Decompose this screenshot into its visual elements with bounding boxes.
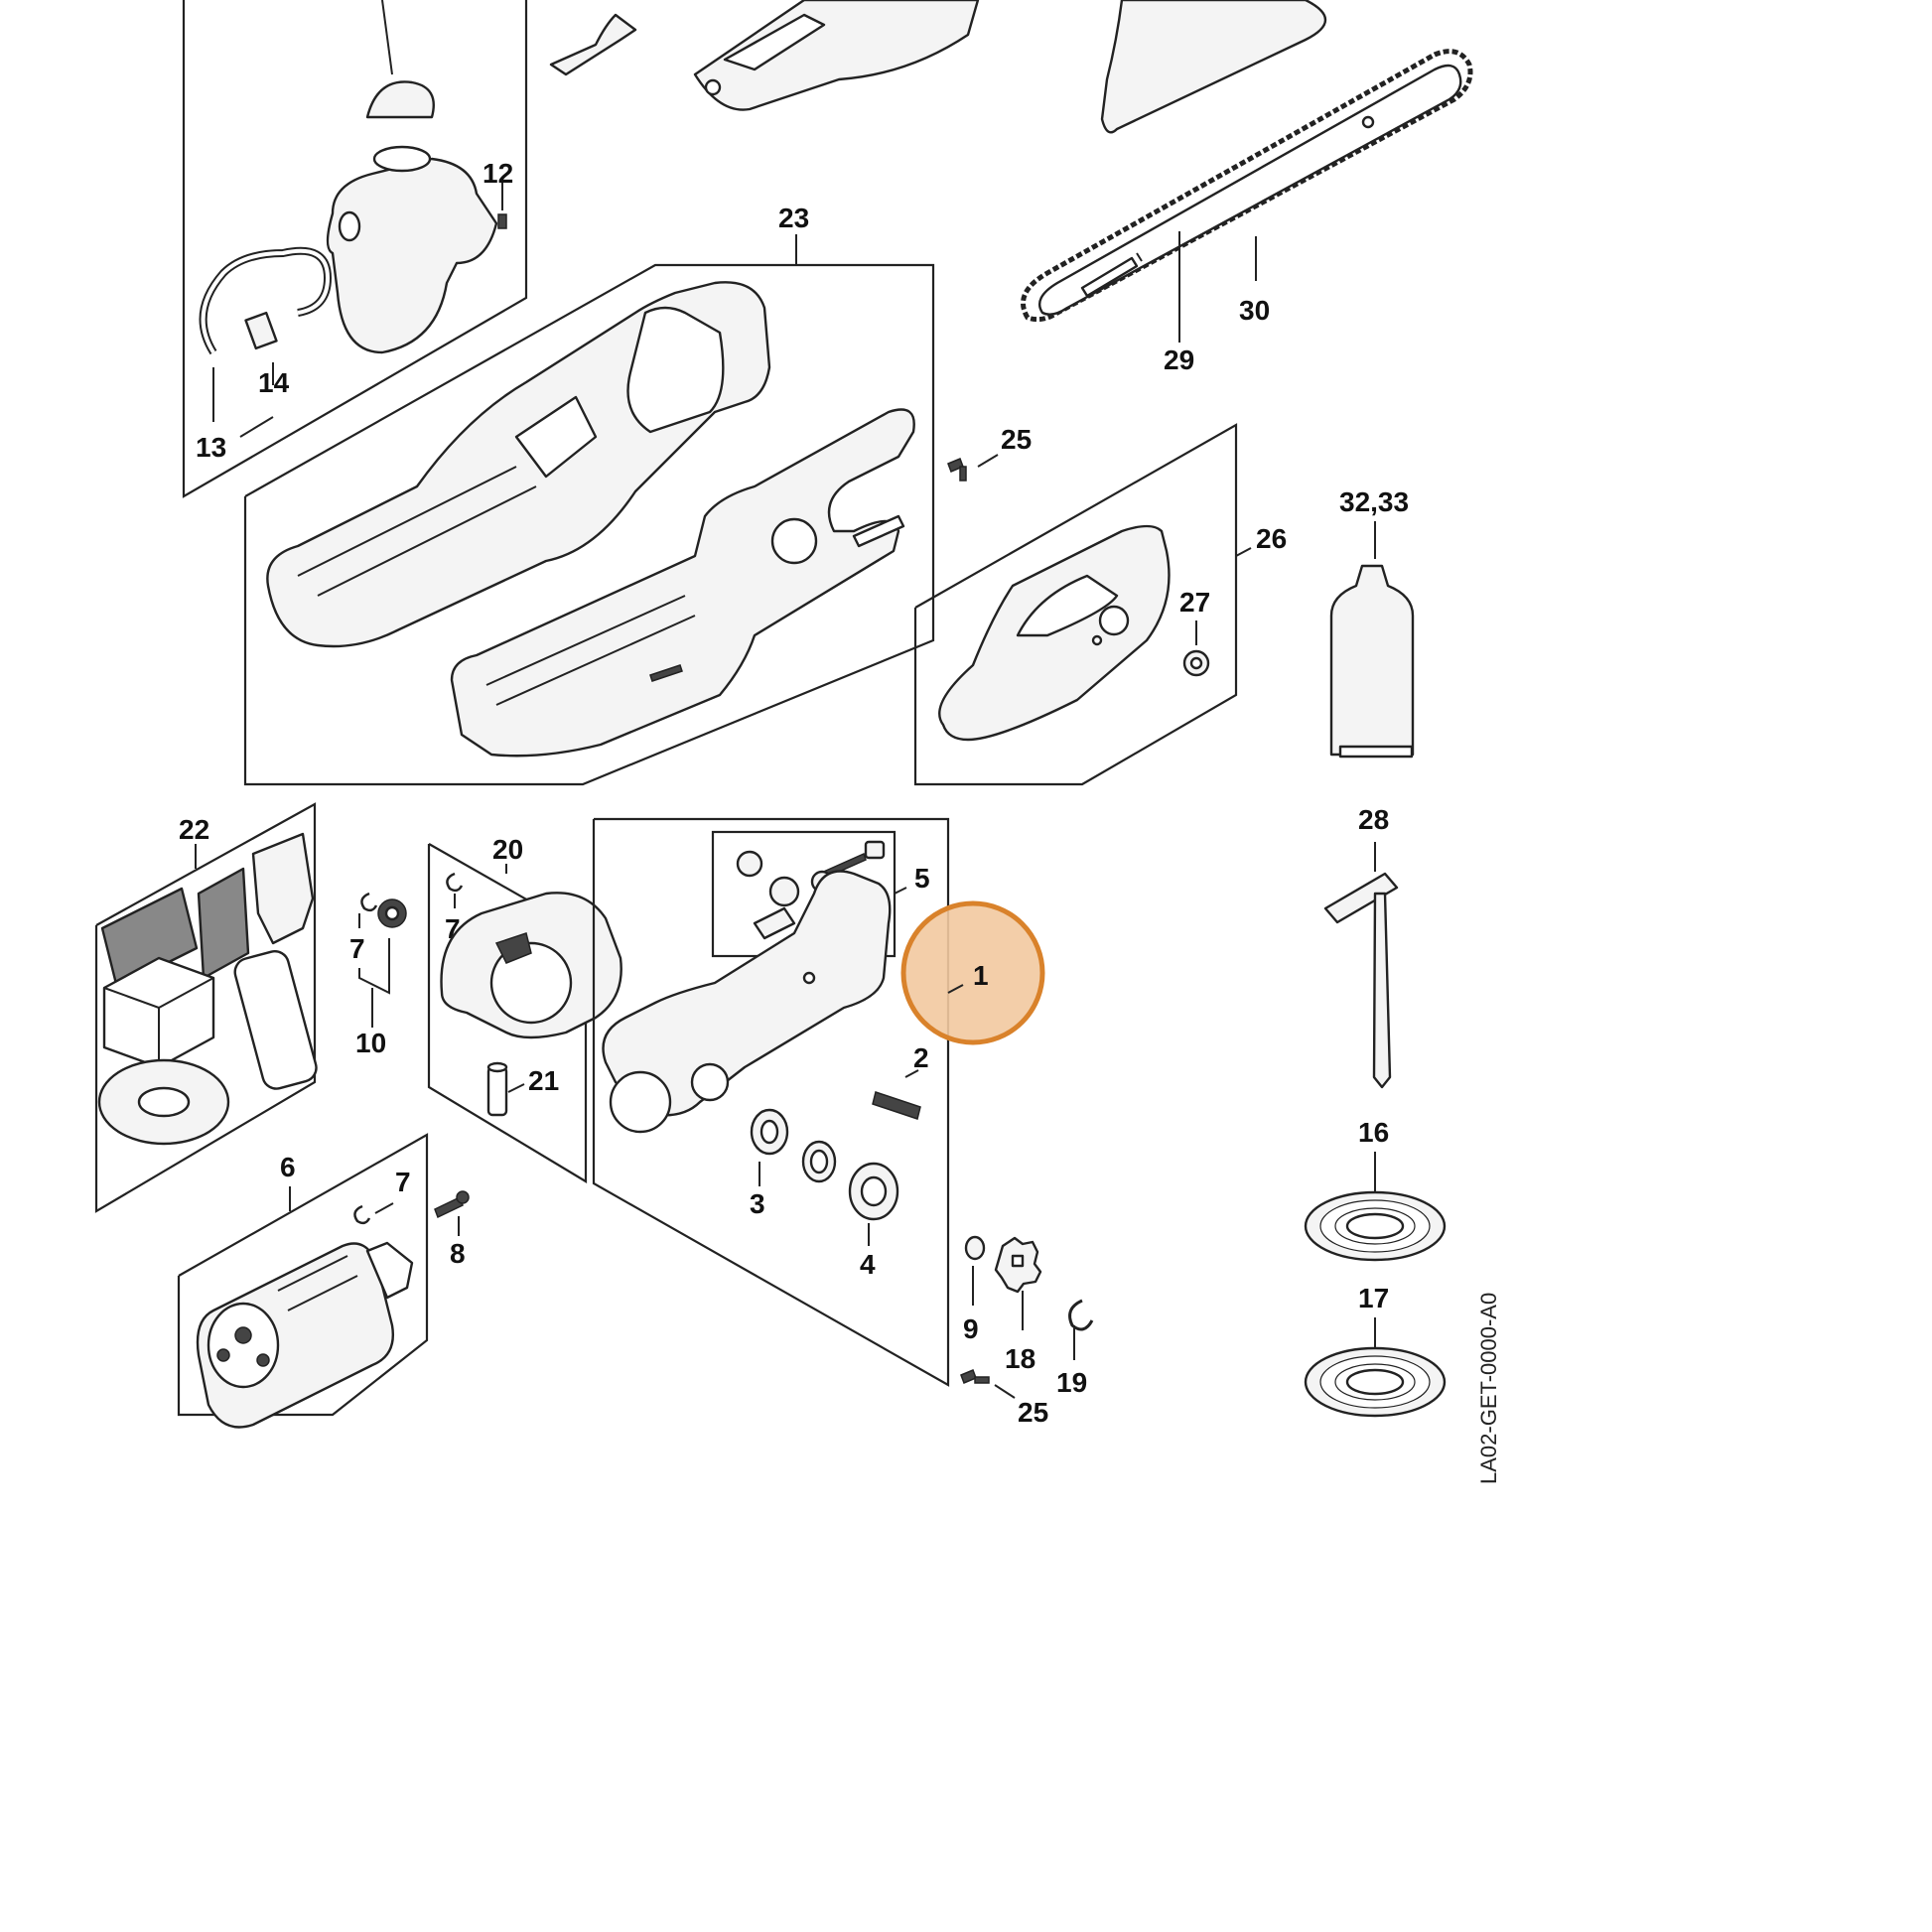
retaining-clip-part bbox=[360, 892, 378, 912]
label-17: 17 bbox=[1358, 1283, 1389, 1313]
housing-half-right-part bbox=[450, 408, 915, 758]
retaining-clip-part bbox=[446, 872, 464, 893]
oil-tank-part bbox=[326, 157, 498, 354]
pin-part bbox=[486, 1065, 508, 1117]
label-30: 30 bbox=[1239, 295, 1270, 326]
e-clip-part bbox=[964, 1235, 986, 1261]
label-16: 16 bbox=[1358, 1117, 1389, 1148]
screw-8-group: 8 bbox=[434, 1190, 470, 1269]
plate-16-group: 16 bbox=[1304, 1117, 1447, 1262]
pad-part bbox=[233, 949, 318, 1090]
clip-19-part bbox=[1068, 1299, 1094, 1331]
highlight-circle bbox=[900, 900, 1045, 1045]
label-9: 9 bbox=[963, 1313, 979, 1344]
label-14: 14 bbox=[258, 367, 290, 398]
housing-group: 23 bbox=[243, 203, 935, 786]
label-27: 27 bbox=[1179, 587, 1210, 618]
label-28: 28 bbox=[1358, 804, 1389, 835]
guide-bar-group: 29 30 bbox=[1021, 49, 1473, 375]
label-8: 8 bbox=[450, 1238, 466, 1269]
label-25-top: 25 bbox=[1001, 424, 1032, 455]
label-23: 23 bbox=[778, 203, 809, 233]
hose-fitting-part bbox=[549, 13, 637, 76]
retaining-clip-part bbox=[353, 1204, 371, 1225]
saw-chain-part bbox=[1021, 49, 1473, 323]
highlight-marker: 1 bbox=[900, 900, 1045, 1045]
chain-guard-part bbox=[1100, 0, 1326, 134]
plate-17-group: 17 bbox=[1304, 1283, 1447, 1418]
wrench-group: 28 bbox=[1323, 804, 1399, 1089]
label-18: 18 bbox=[1005, 1343, 1035, 1374]
image-code: LA02-GET-0000-A0 bbox=[1476, 1293, 1501, 1484]
motor-group: 6 7 bbox=[177, 1133, 429, 1429]
label-13: 13 bbox=[196, 432, 226, 463]
label-25-bottom: 25 bbox=[1018, 1397, 1048, 1428]
label-3: 3 bbox=[750, 1188, 765, 1219]
label-4: 4 bbox=[860, 1249, 876, 1280]
label-29: 29 bbox=[1164, 345, 1194, 375]
sprocket-parts-group: 9 18 19 25 bbox=[960, 1235, 1094, 1428]
oil-filter-part bbox=[244, 311, 278, 350]
holder-part bbox=[251, 832, 315, 945]
label-1: 1 bbox=[973, 960, 989, 991]
screw-25-top: 25 bbox=[947, 424, 1032, 482]
screw-part bbox=[434, 1195, 464, 1219]
oil-cap-part bbox=[365, 80, 435, 119]
grease-tube-part bbox=[1329, 564, 1415, 757]
stud-part bbox=[872, 1091, 921, 1120]
label-20: 20 bbox=[492, 834, 523, 865]
top-cover-parts bbox=[549, 0, 1326, 134]
label-32-33: 32,33 bbox=[1339, 486, 1409, 517]
screw-part bbox=[960, 1369, 977, 1384]
gear-housing-group: 5 2 3 4 bbox=[592, 817, 950, 1387]
filter-mesh-part bbox=[100, 887, 199, 990]
label-7-a: 7 bbox=[349, 933, 365, 964]
oil-tank-group: 12 13 14 bbox=[182, 0, 528, 498]
label-26: 26 bbox=[1256, 523, 1287, 554]
label-19: 19 bbox=[1056, 1367, 1087, 1398]
guide-bar-part bbox=[1037, 64, 1462, 316]
label-5: 5 bbox=[914, 863, 930, 894]
label-21: 21 bbox=[528, 1065, 559, 1096]
label-2: 2 bbox=[913, 1042, 929, 1073]
label-6: 6 bbox=[280, 1152, 296, 1182]
sprocket-cover-group: 26 27 bbox=[913, 423, 1287, 786]
label-22: 22 bbox=[179, 814, 209, 845]
cover-part bbox=[693, 0, 980, 111]
grease-tube-group: 32,33 bbox=[1329, 486, 1415, 759]
retainer-10-group: 7 10 bbox=[349, 892, 407, 1058]
label-12: 12 bbox=[483, 158, 513, 189]
label-10: 10 bbox=[355, 1028, 386, 1058]
accessory-kit-group: 22 bbox=[94, 802, 318, 1213]
gear-housing-part bbox=[602, 870, 892, 1117]
label-7-c: 7 bbox=[395, 1167, 411, 1197]
fan-housing-group: 20 7 21 bbox=[427, 834, 622, 1183]
combination-wrench-part bbox=[1323, 872, 1399, 924]
screw-part bbox=[497, 213, 507, 229]
